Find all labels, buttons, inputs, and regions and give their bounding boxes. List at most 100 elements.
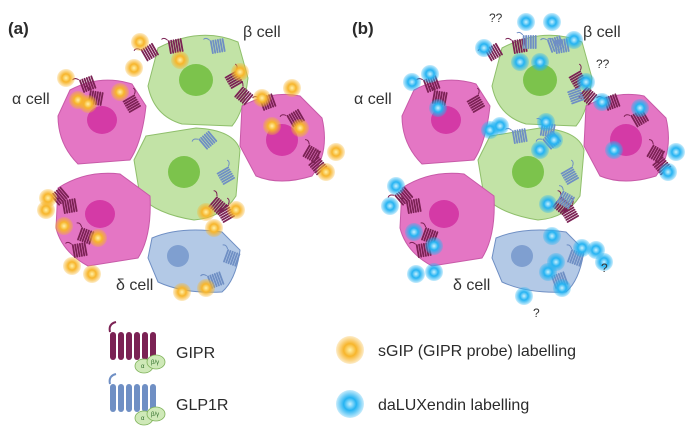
dalux-dot-icon <box>387 177 405 195</box>
glp1r-receptor-icon <box>516 31 537 49</box>
gipr-receptor-icon <box>65 241 88 259</box>
alpha-cell-label: α cell <box>354 91 392 108</box>
beta-gamma-subunit-label: β/γ <box>151 360 159 366</box>
helix <box>110 332 116 360</box>
dalux-dot-icon <box>553 279 571 297</box>
panel-b: (b) α cell β cell δ cell ?? ?? ? ? <box>352 11 685 320</box>
dalux-dot-icon <box>593 93 611 111</box>
dalux-dot-icon <box>405 223 423 241</box>
delta-nucleus <box>511 245 533 267</box>
sgip-dot-icon <box>131 33 149 51</box>
dalux-dot-icon <box>429 99 447 117</box>
dalux-dot-icon <box>605 141 623 159</box>
dalux-dot-icon <box>547 253 565 271</box>
glp1r-receptor-icon <box>191 130 218 150</box>
sgip-dot-icon <box>89 229 107 247</box>
legend-gipr-label: GIPR <box>176 345 215 362</box>
glp1r-receptor-icon <box>556 185 575 210</box>
alpha-nucleus <box>429 200 459 228</box>
dalux-dot-icon <box>403 73 421 91</box>
sgip-dot-icon <box>83 265 101 283</box>
helix <box>118 384 124 412</box>
delta-cell <box>491 229 585 293</box>
sgip-dot-icon <box>227 201 245 219</box>
panel-a: (a) α cell β cell δ cell <box>8 19 345 301</box>
glp1r-receptor-icon <box>567 80 585 105</box>
sgip-dot-icon <box>327 143 345 161</box>
sgip-dot-icon <box>173 283 191 301</box>
glp1r-receptor-icon <box>505 127 528 145</box>
beta-gamma-subunit-label: β/γ <box>151 412 159 418</box>
helix <box>126 332 132 360</box>
alpha-nucleus <box>85 200 115 228</box>
beta-nucleus <box>512 156 544 188</box>
question-mark: ? <box>533 306 540 320</box>
dalux-dot-icon <box>381 197 399 215</box>
sgip-dot-icon <box>317 163 335 181</box>
sgip-dot-icon <box>79 95 97 113</box>
dalux-dot-icon <box>667 143 685 161</box>
beta-nucleus <box>168 156 200 188</box>
gipr-receptor-icon <box>505 37 528 55</box>
dalux-dot-icon <box>537 113 555 131</box>
delta-nucleus <box>167 245 189 267</box>
dalux-dot-icon <box>531 53 549 71</box>
glp1r-receptor-icon: αβ/γ <box>108 373 166 426</box>
dalux-dot-icon <box>631 99 649 117</box>
sgip-dot-icon <box>263 117 281 135</box>
glp1r-receptor-icon <box>216 159 236 185</box>
dalux-dot-icon <box>517 13 535 31</box>
dalux-dot-icon <box>543 227 561 245</box>
sgip-dot-icon <box>336 336 364 364</box>
sgip-dot-icon <box>63 257 81 275</box>
legend-glp1r-label: GLP1R <box>176 397 228 414</box>
sgip-dot-icon <box>55 217 73 235</box>
dalux-dot-icon <box>573 239 591 257</box>
sgip-dot-icon <box>125 59 143 77</box>
question-mark: ?? <box>489 11 503 25</box>
helix <box>142 384 148 412</box>
dalux-labelling-layer <box>381 13 685 305</box>
delta-cell-label: δ cell <box>453 277 490 294</box>
dalux-dot-icon <box>475 39 493 57</box>
helix <box>134 332 140 360</box>
dalux-dot-icon <box>491 117 509 135</box>
dalux-dot-icon <box>577 73 595 91</box>
gipr-receptor-icon: α β/γ <box>108 321 166 374</box>
legend-sgip-label: sGIP (GIPR probe) labelling <box>378 343 576 360</box>
panel-b-label: (b) <box>352 19 374 38</box>
gipr-receptor-icon <box>161 37 184 55</box>
helix <box>118 332 124 360</box>
dalux-dot-icon <box>425 263 443 281</box>
alpha-subunit-label: α <box>141 364 145 370</box>
g-protein-beta-gamma <box>146 406 166 422</box>
gipr-receptor-icon <box>466 87 486 113</box>
g-protein-beta-gamma <box>146 354 166 370</box>
gipr-receptor-icon <box>234 80 254 106</box>
n-terminus <box>108 321 117 333</box>
sgip-dot-icon <box>197 203 215 221</box>
sgip-dot-icon <box>253 89 271 107</box>
helix <box>126 384 132 412</box>
dalux-dot-icon <box>407 265 425 283</box>
dalux-dot-icon <box>595 253 613 271</box>
dalux-dot-icon <box>565 31 583 49</box>
helix <box>150 384 156 412</box>
alpha-nucleus <box>87 106 117 134</box>
beta-cell-label: β cell <box>583 24 621 41</box>
dalux-dot-icon <box>511 53 529 71</box>
gipr-receptor-icon <box>133 42 159 62</box>
dalux-dot-icon <box>543 13 561 31</box>
dalux-dot-icon <box>515 287 533 305</box>
glp1r-receptor-icon <box>540 35 565 53</box>
delta-cell-label: δ cell <box>116 277 153 294</box>
sgip-dot-icon <box>291 119 309 137</box>
glp1r-receptor-icon <box>203 37 226 55</box>
gipr-receptor-icon <box>560 197 580 223</box>
question-mark: ? <box>601 261 608 275</box>
sgip-dot-icon <box>231 63 249 81</box>
gipr-receptor-icon <box>122 87 142 113</box>
sgip-dot-icon <box>37 201 55 219</box>
question-mark: ?? <box>596 57 610 71</box>
